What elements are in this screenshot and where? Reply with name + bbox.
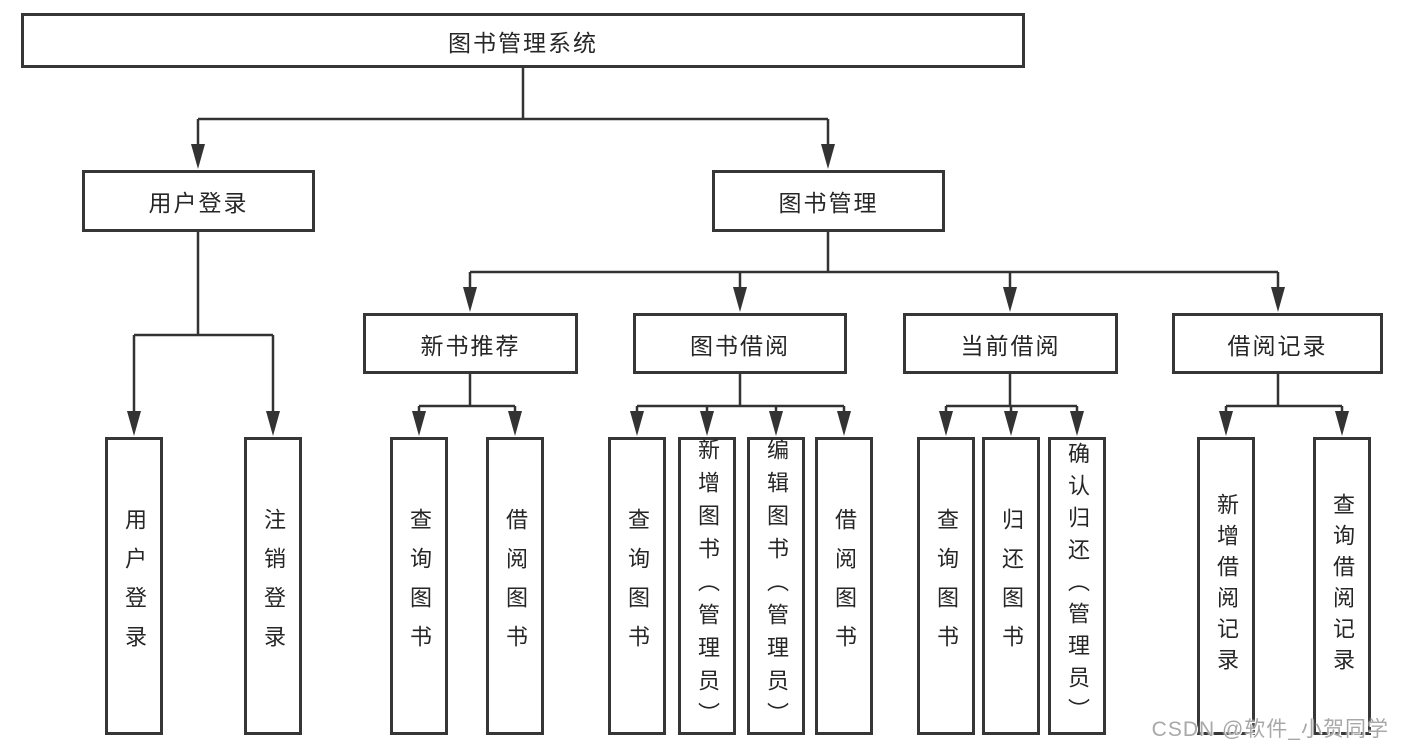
leaf-borrow-books: 借阅图书 (815, 437, 873, 735)
arrowheads (127, 144, 1349, 436)
leaf-return-books: 归还图书 (982, 437, 1040, 735)
watermark: CSDN @软件_小贺同学 (1151, 718, 1389, 741)
node-new-book-recommend: 新书推荐 (363, 313, 578, 374)
leaf-recommend-borrow-books: 借阅图书 (486, 437, 544, 735)
node-book-borrow: 图书借阅 (633, 313, 847, 374)
node-borrow-records: 借阅记录 (1172, 313, 1383, 374)
leaf-logout: 注销登录 (244, 437, 302, 735)
node-library-management-system: 图书管理系统 (21, 13, 1025, 68)
leaf-edit-books-admin: 编辑图书（管理员） (747, 437, 805, 735)
leaf-confirm-return-admin: 确认归还（管理员） (1048, 437, 1106, 735)
leaf-add-borrow-record: 新增借阅记录 (1197, 437, 1255, 735)
node-user-login: 用户登录 (82, 170, 315, 232)
leaf-add-books-admin: 新增图书（管理员） (678, 437, 736, 735)
leaf-query-borrow-record: 查询借阅记录 (1313, 437, 1371, 735)
node-book-management: 图书管理 (712, 170, 945, 232)
leaf-borrow-query-books: 查询图书 (608, 437, 666, 735)
leaf-current-query-books: 查询图书 (917, 437, 975, 735)
node-current-borrow: 当前借阅 (903, 313, 1118, 374)
leaf-user-login: 用户登录 (105, 437, 163, 735)
leaf-recommend-query-books: 查询图书 (390, 437, 448, 735)
